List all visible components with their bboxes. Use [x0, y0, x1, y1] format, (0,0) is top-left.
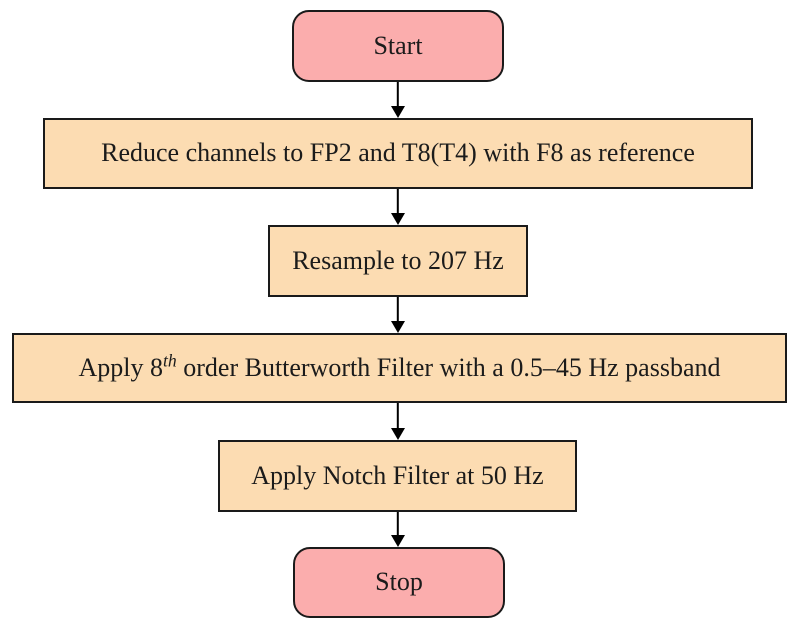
- arrow-shaft: [396, 82, 400, 109]
- arrow-start-to-reduce: [389, 82, 407, 118]
- butterworth-label-prefix: Apply 8: [78, 352, 164, 382]
- arrow-head-icon: [391, 321, 405, 333]
- arrow-head-icon: [391, 213, 405, 225]
- node-start: Start: [292, 10, 504, 82]
- arrow-reduce-to-resample: [389, 189, 407, 225]
- node-stop-label: Stop: [375, 567, 423, 597]
- arrow-head-icon: [391, 106, 405, 118]
- node-butterworth-filter: Apply 8th order Butterworth Filter with …: [12, 333, 787, 403]
- node-resample: Resample to 207 Hz: [268, 225, 528, 297]
- node-reduce-channels: Reduce channels to FP2 and T8(T4) with F…: [43, 118, 753, 189]
- arrow-shaft: [396, 189, 400, 216]
- arrow-head-icon: [391, 535, 405, 547]
- arrow-shaft: [396, 403, 400, 431]
- node-start-label: Start: [373, 30, 423, 60]
- node-stop: Stop: [293, 547, 505, 618]
- node-butterworth-filter-label: Apply 8th order Butterworth Filter with …: [78, 351, 721, 383]
- node-reduce-channels-label: Reduce channels to FP2 and T8(T4) with F…: [101, 138, 695, 168]
- arrow-shaft: [396, 297, 400, 324]
- arrow-notch-to-stop: [389, 512, 407, 547]
- arrow-butterworth-to-notch: [389, 403, 407, 440]
- butterworth-label-superscript: th: [163, 350, 177, 371]
- node-notch-filter-label: Apply Notch Filter at 50 Hz: [251, 460, 544, 490]
- node-notch-filter: Apply Notch Filter at 50 Hz: [218, 440, 577, 512]
- arrow-shaft: [396, 512, 400, 538]
- arrow-head-icon: [391, 428, 405, 440]
- butterworth-label-suffix: order Butterworth Filter with a 0.5–45 H…: [176, 352, 721, 382]
- arrow-resample-to-butterworth: [389, 297, 407, 333]
- node-resample-label: Resample to 207 Hz: [292, 245, 504, 275]
